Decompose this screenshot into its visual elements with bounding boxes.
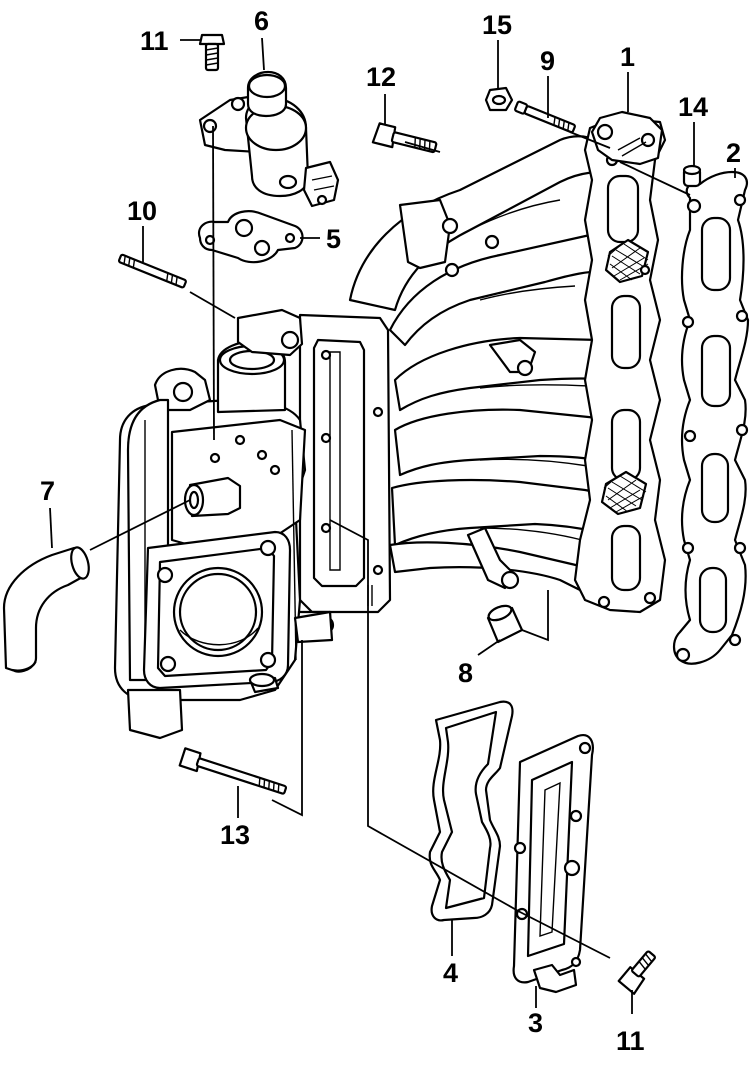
callout-8: 8	[458, 658, 473, 688]
bolt-9	[514, 100, 576, 134]
nut-15	[484, 86, 514, 112]
callout-labels: 11 6 12 15 9 1 14 2 10 5 7 8 13 4 3 11	[40, 6, 741, 1056]
callout-13: 13	[220, 820, 250, 850]
callout-5: 5	[326, 224, 341, 254]
callout-2: 2	[726, 138, 741, 168]
callout-7: 7	[40, 476, 55, 506]
callout-14: 14	[678, 92, 708, 122]
stud-10	[118, 253, 187, 289]
dowel-14	[682, 164, 702, 188]
callout-10: 10	[127, 196, 157, 226]
collar-8	[486, 604, 524, 644]
mesh-screen-lower	[600, 470, 648, 516]
hose-fitting	[183, 476, 242, 518]
bolt-11-bottom	[617, 950, 656, 995]
idle-valve-gasket	[197, 210, 304, 264]
hose	[2, 546, 90, 673]
callout-12: 12	[366, 62, 396, 92]
callout-11-top: 11	[140, 26, 169, 56]
callout-3: 3	[528, 1008, 543, 1038]
callout-9: 9	[540, 46, 555, 76]
intake-manifold	[296, 110, 667, 640]
intake-manifold-gasket	[672, 170, 750, 665]
mesh-screen-upper	[604, 238, 650, 284]
callout-1: 1	[620, 42, 635, 72]
side-cover-gasket	[428, 700, 514, 922]
side-cover	[512, 734, 594, 994]
bolt-12	[371, 122, 438, 154]
leader-lines	[49, 37, 736, 1014]
bolt-13	[178, 747, 288, 795]
throttle-body-housing	[113, 308, 334, 740]
callout-11-bottom: 11	[616, 1026, 645, 1056]
callout-4: 4	[443, 958, 458, 988]
bolt-11-top	[198, 33, 226, 72]
callout-6: 6	[254, 6, 269, 36]
callout-15: 15	[482, 10, 512, 40]
idle-air-control-valve	[198, 70, 340, 208]
